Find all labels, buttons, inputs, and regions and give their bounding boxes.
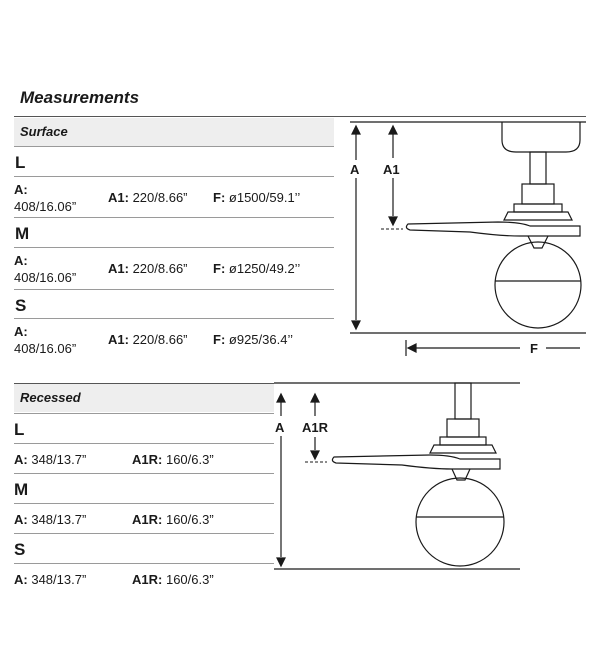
divider	[14, 443, 274, 444]
surface-a-label: A:	[14, 324, 28, 339]
divider	[14, 289, 334, 290]
divider	[14, 247, 334, 248]
surface-f-spec: F: ø1250/49.2’’	[213, 261, 301, 276]
fan-blade-shape	[331, 454, 501, 470]
surface-heading: Surface	[14, 118, 334, 146]
globe-light-shape	[415, 477, 505, 567]
globe-light-shape	[494, 241, 582, 329]
surface-diagram-label-a1: A1	[383, 162, 400, 177]
surface-f-spec: F: ø925/36.4’’	[213, 332, 293, 347]
divider	[14, 176, 334, 177]
motor-base-shape	[503, 211, 573, 221]
surface-diagram-label-f: F	[530, 341, 538, 356]
dimension-f-arrow	[405, 340, 580, 356]
divider	[14, 563, 274, 564]
surface-a1-spec: A1: 220/8.66”	[108, 332, 188, 347]
recessed-size-label: L	[14, 420, 25, 439]
divider	[14, 413, 274, 414]
recessed-a1r-spec: A1R: 160/6.3”	[132, 572, 214, 587]
dimension-a1-arrow	[388, 124, 398, 227]
surface-a-value: 408/16.06”	[14, 199, 77, 214]
surface-a-label: A:	[14, 182, 28, 197]
surface-a-label: A:	[14, 253, 28, 268]
recessed-diagram-label-a1r: A1R	[302, 420, 329, 435]
dimension-a1r-arrow	[310, 392, 320, 461]
surface-a-value: 408/16.06”	[14, 341, 77, 356]
downrod-shape	[454, 382, 472, 420]
surface-diagram-label-a: A	[350, 162, 360, 177]
divider	[14, 146, 334, 147]
recessed-a1r-spec: A1R: 160/6.3”	[132, 452, 214, 467]
motor-collar-shape	[439, 436, 487, 446]
divider	[14, 503, 274, 504]
divider	[14, 217, 334, 218]
page-title: Measurements	[20, 88, 140, 107]
surface-size-label: M	[15, 224, 30, 243]
fan-blade-shape	[405, 221, 581, 237]
surface-size-label: S	[15, 296, 27, 315]
title-divider	[14, 116, 586, 117]
recessed-heading: Recessed	[14, 384, 274, 412]
motor-housing-shape	[446, 418, 480, 438]
divider	[14, 383, 274, 384]
surface-size-label: L	[15, 153, 26, 172]
recessed-a-spec: A: 348/13.7”	[14, 452, 87, 467]
recessed-a1r-spec: A1R: 160/6.3”	[132, 512, 214, 527]
surface-a1-spec: A1: 220/8.66”	[108, 190, 188, 205]
recessed-size-label: S	[14, 540, 26, 559]
surface-a1-spec: A1: 220/8.66”	[108, 261, 188, 276]
motor-base-shape	[429, 444, 497, 454]
surface-a-value: 408/16.06”	[14, 270, 77, 285]
recessed-a-spec: A: 348/13.7”	[14, 572, 87, 587]
divider	[14, 318, 334, 319]
divider	[14, 473, 274, 474]
light-stem-shape	[451, 468, 471, 481]
dimension-a-arrow	[276, 392, 286, 568]
recessed-a-spec: A: 348/13.7”	[14, 512, 87, 527]
recessed-diagram-label-a: A	[275, 420, 285, 435]
divider	[14, 533, 274, 534]
surface-f-spec: F: ø1500/59.1’’	[213, 190, 301, 205]
recessed-size-label: M	[14, 480, 29, 499]
dimension-a-arrow	[351, 124, 361, 331]
